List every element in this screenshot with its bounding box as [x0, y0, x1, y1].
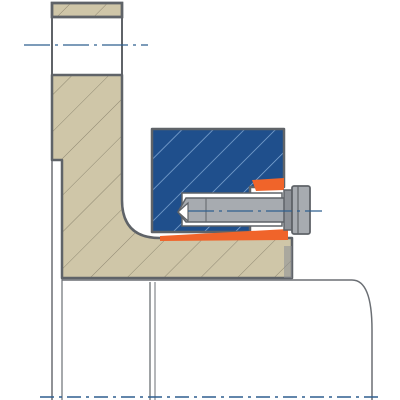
sleeve-top: [252, 178, 284, 191]
screw-tip: [177, 201, 189, 223]
housing-step-shadow: [284, 246, 292, 278]
top-flange-outline: [50, 1, 124, 19]
housing-outline: [50, 73, 294, 280]
shaft-outline: [62, 279, 373, 400]
screw-head: [291, 185, 311, 235]
insert-outline: [150, 127, 286, 234]
top-flange-hatch: [52, 3, 122, 17]
screw-shank: [177, 197, 287, 223]
screw-collar: [283, 189, 293, 231]
sleeve-bottom: [160, 229, 288, 241]
